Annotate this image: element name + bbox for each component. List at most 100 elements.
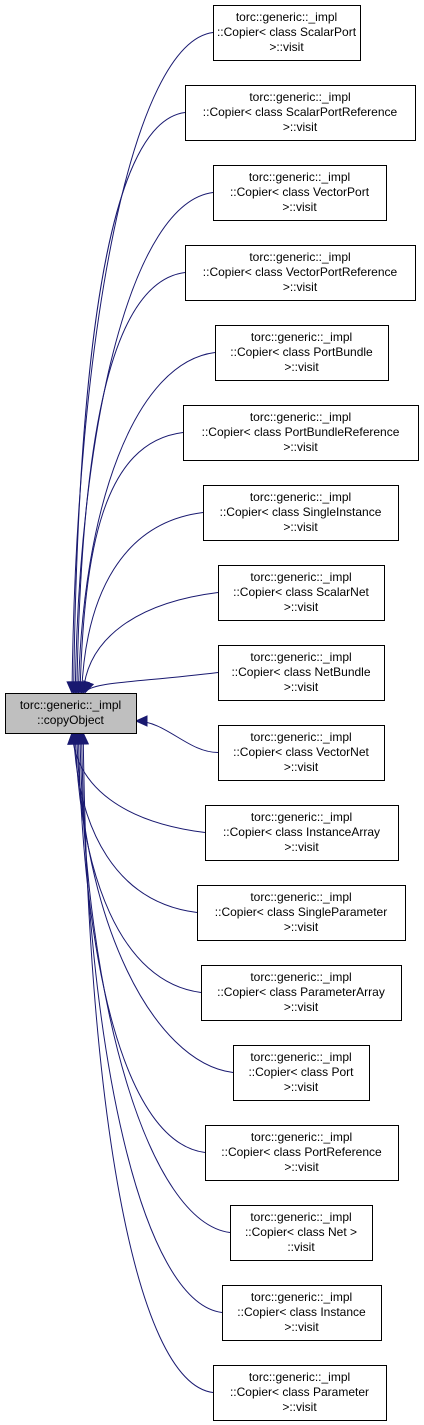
caller-node-label-line: ::Copier< class Instance [237, 1305, 366, 1319]
root-node-copyobject-label-line: ::copyObject [37, 713, 104, 727]
caller-node[interactable]: torc::generic::_impl::Copier< class Port… [183, 405, 419, 461]
caller-node-label-line: >::visit [284, 840, 319, 854]
caller-node[interactable]: torc::generic::_impl::Copier< class Scal… [213, 5, 361, 61]
caller-node[interactable]: torc::generic::_impl::Copier< class Port… [233, 1045, 370, 1101]
root-node-copyobject-label-line: torc::generic::_impl [20, 698, 121, 712]
call-edge [71, 732, 206, 833]
call-edge [76, 272, 186, 694]
caller-node-label-line: torc::generic::_impl [250, 1210, 351, 1224]
call-edge [81, 732, 223, 1313]
caller-node-label-line: >::visit [283, 440, 318, 454]
root-node-copyobject[interactable]: torc::generic::_impl::copyObject [5, 693, 137, 734]
caller-node-label-line: ::Copier< class PortReference [221, 1145, 382, 1159]
caller-node-label-line: ::Copier< class NetBundle [231, 665, 370, 679]
caller-node-label-line: ::Copier< class Port [248, 1065, 354, 1079]
caller-node-label-line: >::visit [284, 760, 319, 774]
caller-node-label-line: ::Copier< class Parameter [230, 1385, 369, 1399]
caller-node-box [218, 565, 385, 621]
caller-node-label-line: torc::generic::_impl [251, 1130, 352, 1144]
caller-node-label-line: >::visit [269, 40, 304, 54]
caller-node-box [213, 165, 387, 221]
call-edge [71, 32, 214, 694]
caller-node-label-line: torc::generic::_impl [250, 970, 351, 984]
caller-node[interactable]: torc::generic::_impl::Copier< class Sing… [197, 885, 406, 941]
caller-node-label-line: >::visit [284, 920, 319, 934]
caller-node[interactable]: torc::generic::_impl::Copier< class Port… [215, 325, 389, 381]
caller-node-label-line: >::visit [284, 1000, 319, 1014]
caller-node-label-line: torc::generic::_impl [250, 490, 351, 504]
caller-node-box [197, 885, 406, 941]
caller-node-label-line: ::Copier< class VectorPort [230, 185, 370, 199]
caller-node-label-line: torc::generic::_impl [250, 570, 351, 584]
caller-node-box [201, 965, 402, 1021]
caller-node-box [222, 1285, 382, 1341]
caller-node-box [183, 405, 419, 461]
caller-node-label-line: ::Copier< class ScalarPortReference [203, 105, 398, 119]
call-edge [73, 732, 198, 913]
call-edge [74, 192, 214, 694]
call-edge [73, 112, 186, 694]
arrowhead [77, 731, 90, 745]
caller-node-label-line: ::Copier< class ScalarNet [233, 585, 369, 599]
caller-node-label-line: torc::generic::_impl [250, 410, 351, 424]
caller-node-label-line: torc::generic::_impl [251, 1290, 352, 1304]
caller-node-label-line: torc::generic::_impl [250, 890, 351, 904]
caller-node-label-line: >::visit [284, 1080, 319, 1094]
caller-node-box [205, 1125, 399, 1181]
arrowhead [83, 680, 95, 695]
caller-node-label-line: ::Copier< class PortBundleReference [202, 425, 400, 439]
caller-node-label-line: ::Copier< class ScalarPort [217, 25, 357, 39]
caller-node[interactable]: torc::generic::_impl::Copier< class Vect… [185, 245, 416, 301]
call-edge [82, 592, 219, 694]
caller-node-label-line: >::visit [284, 360, 319, 374]
caller-node-label-line: torc::generic::_impl [236, 10, 337, 24]
caller-node[interactable]: torc::generic::_impl::Copier< class Inst… [222, 1285, 382, 1341]
caller-node-label-line: ::Copier< class VectorPortReference [203, 265, 398, 279]
caller-node[interactable]: torc::generic::_impl::Copier< class Inst… [205, 805, 399, 861]
call-edge [79, 432, 184, 694]
call-edge [77, 732, 206, 1153]
caller-node-label-line: >::visit [282, 1400, 317, 1414]
caller-node-box [230, 1205, 373, 1261]
caller-node[interactable]: torc::generic::_impl::Copier< class Para… [201, 965, 402, 1021]
caller-node[interactable]: torc::generic::_impl::Copier< class Net … [230, 1205, 373, 1261]
edges [66, 32, 234, 1393]
caller-node-box [205, 805, 399, 861]
call-edge [81, 512, 204, 694]
root-node-copyobject-box [5, 693, 137, 734]
caller-node-label-line: torc::generic::_impl [250, 650, 351, 664]
caller-node-label-line: ::Copier< class InstanceArray [223, 825, 380, 839]
caller-node[interactable]: torc::generic::_impl::Copier< class Vect… [218, 725, 385, 781]
caller-node-label-line: torc::generic::_impl [251, 810, 352, 824]
caller-node-label-line: torc::generic::_impl [251, 330, 352, 344]
caller-node[interactable]: torc::generic::_impl::Copier< class Vect… [213, 165, 387, 221]
caller-node-label-line: ::Copier< class Net > [245, 1225, 357, 1239]
nodes: torc::generic::_impl::copyObjecttorc::ge… [5, 5, 419, 1421]
caller-node-label-line: >::visit [283, 280, 318, 294]
call-edge [77, 352, 216, 694]
caller-node-box [185, 85, 416, 141]
caller-node[interactable]: torc::generic::_impl::Copier< class Sing… [203, 485, 399, 541]
caller-node-label-line: >::visit [283, 520, 318, 534]
caller-node-label-line: torc::generic::_impl [249, 170, 350, 184]
caller-node-label-line: ::Copier< class ParameterArray [217, 985, 385, 999]
caller-node-label-line: ::Copier< class PortBundle [230, 345, 373, 359]
caller-node[interactable]: torc::generic::_impl::Copier< class Scal… [185, 85, 416, 141]
call-edge [82, 732, 214, 1393]
caller-node-box [218, 725, 385, 781]
caller-node[interactable]: torc::generic::_impl::Copier< class NetB… [218, 645, 385, 701]
caller-node-box [185, 245, 416, 301]
caller-node-box [213, 5, 361, 61]
arrowhead [134, 715, 148, 727]
caller-node-label-line: >::visit [283, 120, 318, 134]
caller-node-label-line: >::visit [284, 600, 319, 614]
caller-node[interactable]: torc::generic::_impl::Copier< class Port… [205, 1125, 399, 1181]
caller-node[interactable]: torc::generic::_impl::Copier< class Para… [213, 1365, 387, 1421]
caller-node[interactable]: torc::generic::_impl::Copier< class Scal… [218, 565, 385, 621]
call-edge [135, 720, 219, 753]
caller-node-label-line: >::visit [284, 680, 319, 694]
caller-node-label-line: torc::generic::_impl [249, 1370, 350, 1384]
caller-node-label-line: ::Copier< class SingleParameter [215, 905, 387, 919]
caller-node-label-line: ::Copier< class VectorNet [233, 745, 369, 759]
